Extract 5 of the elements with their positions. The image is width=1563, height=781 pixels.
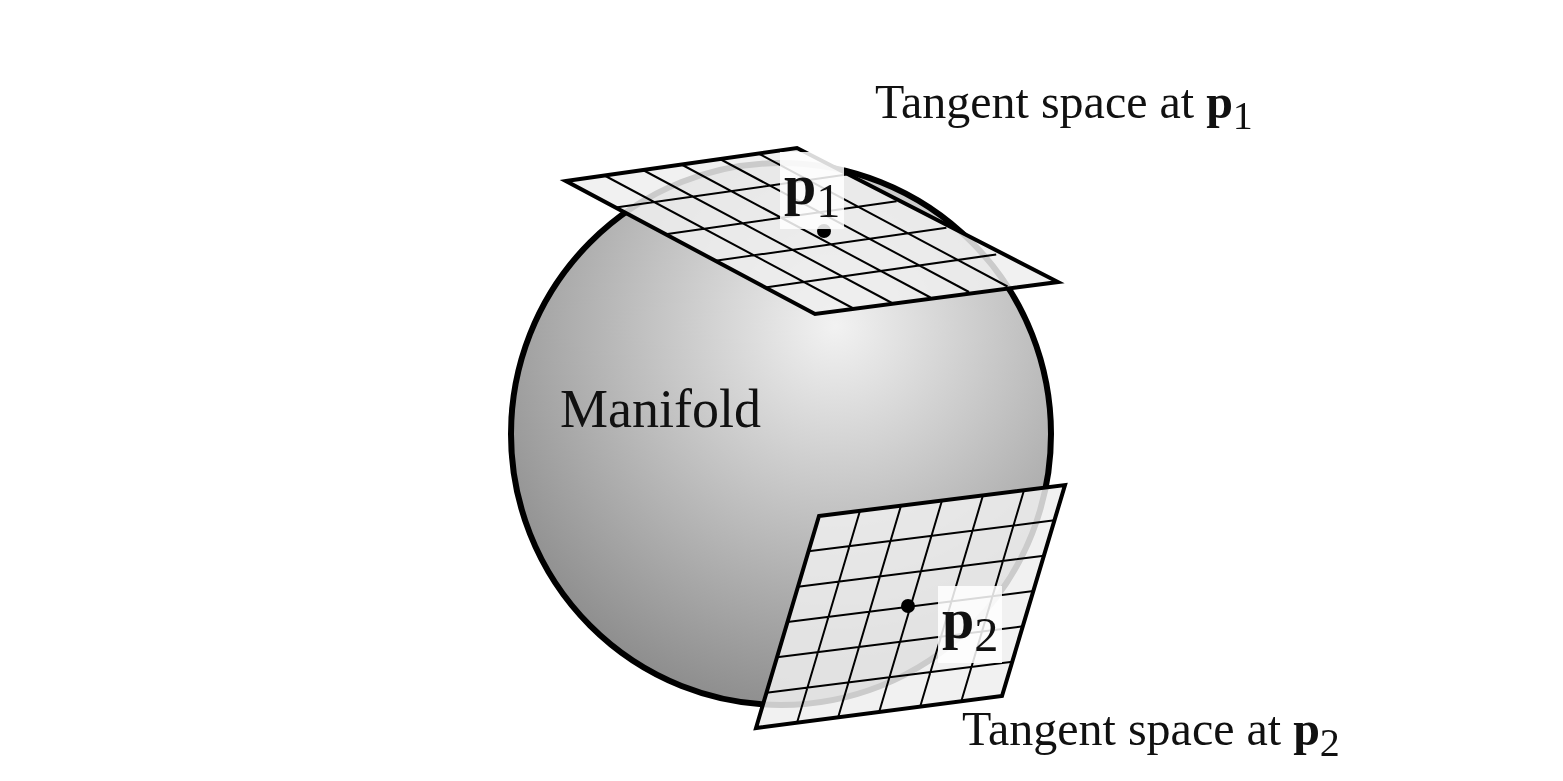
tangent-space-caption: Tangent space at p$_{1}$ bbox=[875, 78, 1253, 136]
point-label: p$_{1}$ bbox=[780, 152, 845, 229]
manifold-label: Manifold bbox=[560, 382, 761, 436]
tangent-space-caption: Tangent space at p$_{2}$ bbox=[962, 705, 1340, 763]
point-label: p$_{2}$ bbox=[938, 586, 1003, 663]
